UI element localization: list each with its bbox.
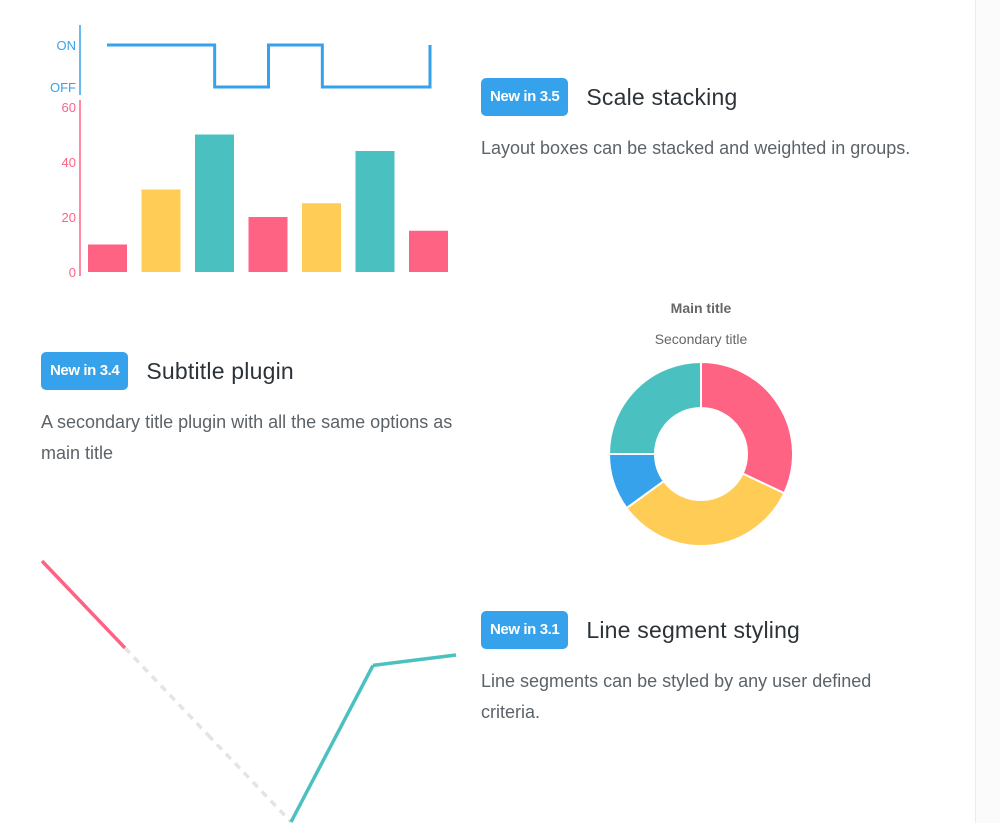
step-series-line (107, 43, 432, 89)
bar (355, 151, 395, 272)
donut-slice (700, 360, 794, 495)
step-axis-label: OFF (50, 80, 76, 95)
feature-description: A secondary title plugin with all the sa… (41, 412, 453, 463)
chart-title: Main title (671, 300, 732, 316)
feature-header: New in 3.4 Subtitle plugin (41, 351, 491, 391)
feature-subtitle-plugin: New in 3.4 Subtitle plugin A secondary t… (41, 351, 491, 469)
line-segment (206, 733, 293, 823)
version-badge: New in 3.5 (481, 78, 569, 116)
feature-title: Scale stacking (586, 83, 738, 110)
feature-scale-stacking: New in 3.5 Scale stacking Layout boxes c… (481, 77, 931, 164)
feature-description: Layout boxes can be stacked and weighted… (481, 138, 911, 158)
stacked-scales-chart: ON OFF 0 20 40 60 (50, 25, 448, 280)
chart-subtitle: Secondary title (655, 331, 748, 347)
page-scrollbar-track[interactable] (975, 0, 1000, 823)
feature-description: Line segments can be styled by any user … (481, 671, 872, 722)
step-axis-label: ON (57, 38, 77, 53)
bar (195, 134, 234, 272)
bar-tick-label: 20 (62, 210, 76, 225)
bar (409, 230, 448, 272)
feature-header: New in 3.5 Scale stacking (481, 77, 931, 117)
line-segment (289, 664, 375, 823)
feature-title: Subtitle plugin (146, 357, 294, 384)
donut-slice (607, 360, 702, 455)
bar (88, 244, 127, 272)
version-badge: New in 3.1 (481, 611, 569, 649)
line-segment (40, 559, 127, 650)
donut-slice (607, 453, 666, 510)
line-segment (372, 653, 457, 668)
bar (248, 217, 288, 272)
donut-slice (625, 472, 786, 547)
feature-line-segment-styling: New in 3.1 Line segment styling Line seg… (481, 610, 931, 728)
line-segment (123, 646, 210, 737)
feature-title: Line segment styling (586, 616, 801, 643)
feature-header: New in 3.1 Line segment styling (481, 610, 931, 650)
bar-tick-label: 0 (69, 265, 76, 280)
bar (141, 189, 181, 272)
version-badge: New in 3.4 (41, 352, 129, 390)
bar-tick-label: 60 (62, 100, 76, 115)
bar-tick-label: 40 (62, 155, 76, 170)
bar (302, 203, 341, 272)
